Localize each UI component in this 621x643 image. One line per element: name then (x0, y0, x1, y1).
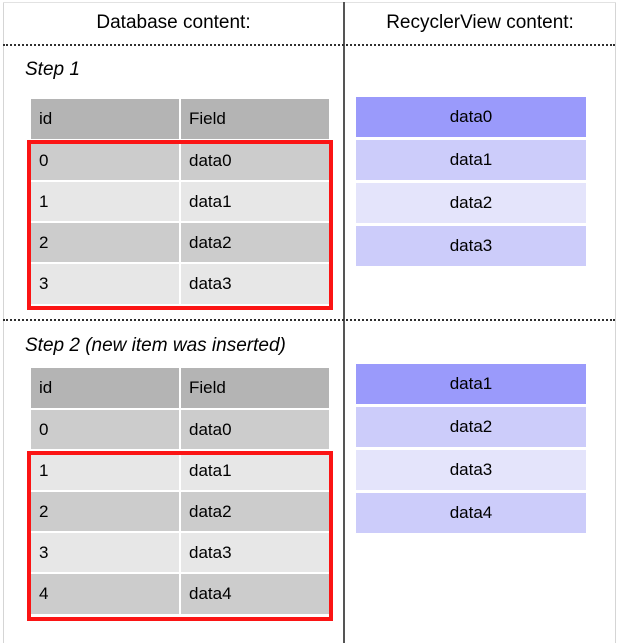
table-row: 0 data0 (31, 408, 329, 450)
cell-id: 3 (31, 262, 180, 304)
cell-id: 2 (31, 490, 180, 532)
cell-field: data3 (179, 531, 329, 573)
recyclerview-list-step-1: data0 data1 data2 data3 (356, 97, 586, 269)
list-item: data3 (356, 226, 586, 266)
step-2-caption: Step 2 (new item was inserted) (25, 335, 286, 356)
step-1-caption: Step 1 (25, 59, 80, 80)
cell-id: 1 (31, 180, 180, 222)
cell-field: data1 (179, 180, 329, 222)
cell-id: 0 (31, 139, 180, 181)
cell-field: data1 (179, 449, 329, 491)
column-header-recyclerview: RecyclerView content: (386, 12, 574, 33)
column-divider (343, 2, 345, 643)
column-header-field: Field (179, 99, 329, 140)
table-row: 4 data4 (31, 572, 329, 614)
cell-id: 0 (31, 408, 180, 450)
table-row: 1 data1 (31, 449, 329, 491)
table-row: 2 data2 (31, 221, 329, 263)
column-header-field: Field (179, 368, 329, 409)
cell-field: data3 (179, 262, 329, 304)
cell-field: data2 (179, 490, 329, 532)
table-row: 3 data3 (31, 531, 329, 573)
database-table-step-1: id Field 0 data0 1 data1 2 data2 3 data3 (31, 99, 329, 304)
cell-id: 1 (31, 449, 180, 491)
cell-id: 3 (31, 531, 180, 573)
column-header-database: Database content: (96, 12, 251, 33)
cell-id: 4 (31, 572, 180, 614)
cell-field: data0 (179, 408, 329, 450)
table-row: 3 data3 (31, 262, 329, 304)
frame-right-border (615, 2, 616, 643)
table-header-row: id Field (31, 99, 329, 140)
list-item: data2 (356, 183, 586, 223)
table-row: 0 data0 (31, 139, 329, 181)
frame-top-border (3, 2, 616, 3)
cell-field: data2 (179, 221, 329, 263)
column-header-id: id (31, 368, 180, 409)
cell-id: 2 (31, 221, 180, 263)
table-row: 1 data1 (31, 180, 329, 222)
cell-field: data0 (179, 139, 329, 181)
list-item: data0 (356, 97, 586, 137)
list-item: data1 (356, 140, 586, 180)
frame-left-border (3, 2, 4, 643)
list-item: data2 (356, 407, 586, 447)
list-item: data4 (356, 493, 586, 533)
recyclerview-list-step-2: data1 data2 data3 data4 (356, 364, 586, 536)
section-separator-header (3, 44, 615, 46)
list-item: data3 (356, 450, 586, 490)
cell-field: data4 (179, 572, 329, 614)
list-item: data1 (356, 364, 586, 404)
section-separator-steps (3, 319, 615, 321)
table-row: 2 data2 (31, 490, 329, 532)
table-header-row: id Field (31, 368, 329, 409)
column-header-id: id (31, 99, 180, 140)
database-table-step-2: id Field 0 data0 1 data1 2 data2 3 data3 (31, 368, 329, 614)
